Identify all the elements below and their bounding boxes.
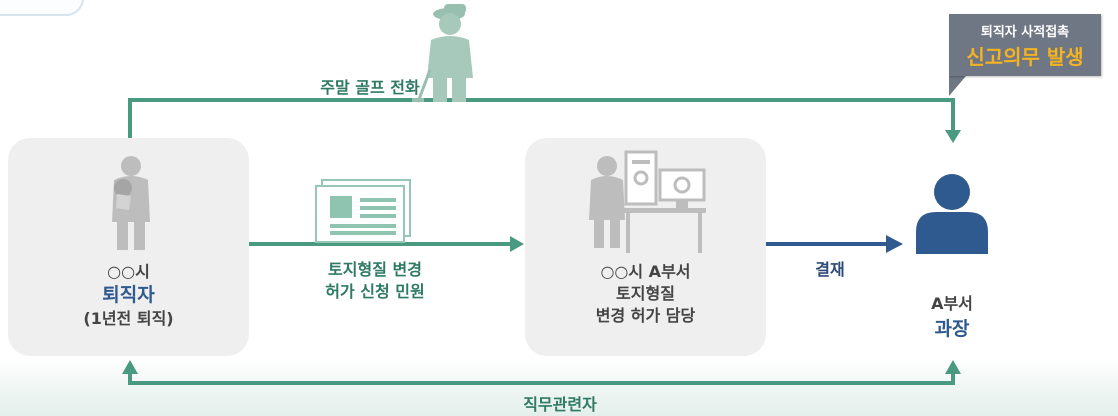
officer-line3: 변경 허가 담당: [595, 306, 696, 325]
manager-person-icon: [916, 174, 988, 254]
retiree-line1: ○○시: [107, 262, 150, 281]
retiree-note: (1년전 퇴직): [83, 309, 174, 328]
bottom-connector-arrow: [122, 360, 961, 385]
callout-subtitle: 퇴직자 사적접촉: [980, 25, 1070, 40]
bottom-band: [0, 360, 1118, 416]
retiree-title: 퇴직자: [102, 284, 155, 306]
officer-line1: ○○시 A부서: [600, 262, 691, 281]
report-obligation-callout: 퇴직자 사적접촉 신고의무 발생: [949, 14, 1101, 76]
officer-at-computer-icon: [589, 150, 706, 253]
manager-dept: A부서: [931, 294, 973, 313]
approval-label: 결재: [815, 260, 845, 279]
top-arrow-label: 주말 골프 전화: [320, 78, 420, 97]
bottom-arrow-label: 직무관련자: [523, 395, 597, 414]
approval-arrow: [766, 235, 903, 253]
officer-line2: 토지형질: [616, 284, 675, 303]
manager-title: 과장: [934, 318, 970, 340]
application-label-2: 허가 신청 민원: [325, 282, 425, 301]
application-arrow: [249, 236, 524, 252]
top-connector-arrow: [128, 98, 961, 143]
application-label-1: 토지형질 변경: [328, 260, 422, 279]
callout-title: 신고의무 발생: [966, 45, 1084, 69]
golfer-figure-icon: [412, 4, 473, 103]
application-document-icon: [315, 179, 411, 243]
callout-tail: [949, 76, 966, 96]
person-with-ball-icon: [112, 156, 150, 250]
